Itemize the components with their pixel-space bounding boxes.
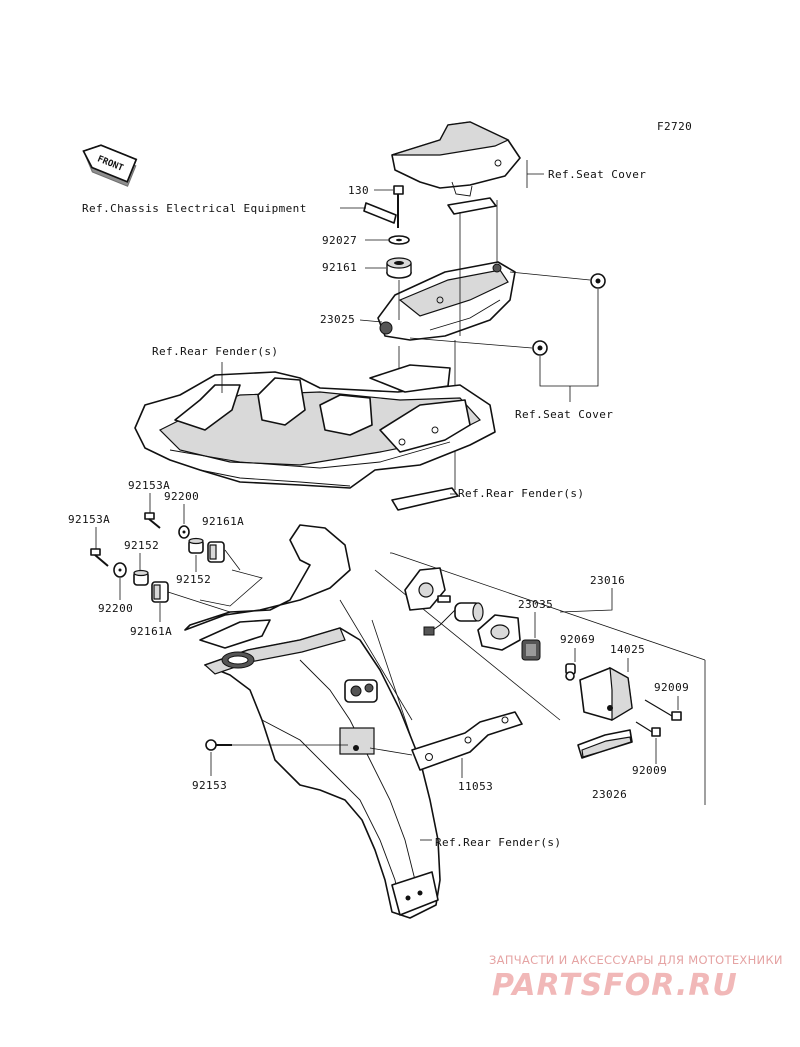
screw-92153A-left	[90, 548, 109, 567]
ground-strap	[363, 202, 397, 224]
screw-92009-bottom	[635, 721, 661, 737]
screw-92153A-top	[144, 512, 161, 529]
watermark: ЗАПЧАСТИ И АКСЕССУАРЫ ДЛЯ МОТОТЕХНИКИ PA…	[489, 953, 783, 1003]
rear-fender-tray	[134, 364, 496, 489]
collar-92152-mid	[188, 537, 204, 554]
label-92161A-top: 92161A	[202, 515, 244, 528]
lamp-holder	[477, 614, 521, 651]
mount-plate	[391, 487, 459, 511]
screw-92009-top	[644, 699, 682, 721]
ref-rear-fender-mid: Ref.Rear Fender(s)	[458, 487, 584, 500]
watermark-logo: PARTSFOR.RU	[492, 968, 738, 1003]
label-92009-bottom: 92009	[632, 764, 667, 777]
label-11053: 11053	[458, 780, 493, 793]
label-92009-top: 92009	[654, 681, 689, 694]
seat-bracket-23025	[377, 261, 516, 341]
figure-code: F2720	[657, 120, 692, 133]
label-92200-left: 92200	[98, 602, 133, 615]
bolt-92153	[205, 739, 232, 751]
nut-right-mid	[532, 340, 548, 356]
grommet-92161A-left	[151, 581, 169, 603]
label-92152-left: 92152	[124, 539, 159, 552]
ref-rear-fender-bottom: Ref.Rear Fender(s)	[435, 836, 561, 849]
label-92161A-left: 92161A	[130, 625, 172, 638]
seat-cover-bracket	[391, 121, 521, 215]
watermark-tagline: ЗАПЧАСТИ И АКСЕССУАРЫ ДЛЯ МОТОТЕХНИКИ	[489, 953, 783, 967]
grommet-92161A-top	[207, 541, 225, 563]
label-23025: 23025	[320, 313, 355, 326]
label-23035: 23035	[518, 598, 553, 611]
ref-seat-cover-top: Ref.Seat Cover	[548, 168, 646, 181]
nut-right-top	[590, 273, 606, 289]
label-92200-top: 92200	[164, 490, 199, 503]
lamp-base	[404, 567, 451, 611]
reflector-23026	[577, 729, 633, 759]
label-92153A-top: 92153A	[128, 479, 170, 492]
rear-fender-housing	[184, 524, 441, 919]
bolt-130	[393, 185, 404, 228]
collar-92152-left	[133, 569, 149, 586]
label-130: 130	[348, 184, 369, 197]
lamp-socket	[423, 602, 484, 636]
lens-14025	[579, 666, 633, 722]
ref-chassis-electrical: Ref.Chassis Electrical Equipment	[82, 202, 307, 215]
label-14025: 14025	[610, 643, 645, 656]
bulb-92069	[565, 663, 576, 681]
label-92069: 92069	[560, 633, 595, 646]
label-92027: 92027	[322, 234, 357, 247]
label-23016: 23016	[590, 574, 625, 587]
label-92153A-left: 92153A	[68, 513, 110, 526]
lamp-clip-23035	[521, 639, 541, 661]
ref-seat-cover-right: Ref.Seat Cover	[515, 408, 613, 421]
front-arrow-icon: FRONT	[82, 144, 138, 187]
grommet-92161	[386, 257, 412, 279]
label-92161: 92161	[322, 261, 357, 274]
label-92153: 92153	[192, 779, 227, 792]
license-bracket-11053	[411, 711, 523, 771]
label-92152-mid: 92152	[176, 573, 211, 586]
ref-rear-fender-left: Ref.Rear Fender(s)	[152, 345, 278, 358]
label-23026: 23026	[592, 788, 627, 801]
